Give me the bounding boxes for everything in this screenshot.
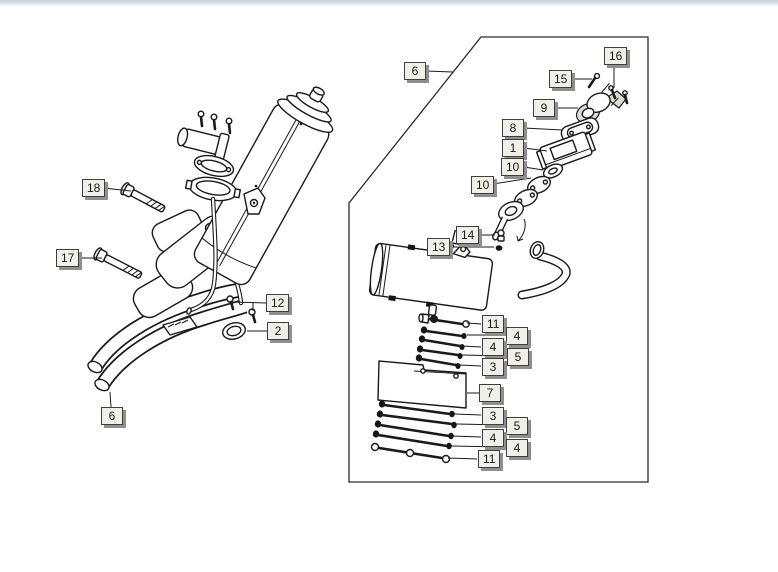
callout-16[interactable]: 16 — [604, 47, 628, 65]
callout-9[interactable]: 9 — [533, 99, 555, 117]
header-pipes — [87, 264, 245, 393]
gasket-ring-2 — [222, 322, 246, 340]
callout-2[interactable]: 2 — [267, 322, 289, 340]
callout-6-left[interactable]: 6 — [101, 407, 123, 425]
mount-flange — [185, 176, 241, 202]
top-bar — [0, 0, 778, 7]
flange-stack-10 — [492, 175, 552, 242]
callout-5-b[interactable]: 5 — [506, 417, 528, 435]
callout-6-right[interactable]: 6 — [404, 62, 426, 80]
muffler-inlet-flange — [529, 241, 545, 259]
screw-15 — [587, 72, 601, 89]
callout-10-a[interactable]: 10 — [501, 158, 525, 176]
screw-fan-top — [415, 313, 470, 369]
callout-1[interactable]: 1 — [502, 139, 524, 157]
callout-3-b[interactable]: 3 — [482, 407, 504, 425]
callout-4-d[interactable]: 4 — [506, 439, 528, 457]
manifold-1 — [535, 131, 597, 171]
callout-15[interactable]: 15 — [549, 70, 573, 88]
top-mount-hardware — [177, 110, 241, 315]
bracket-16 — [604, 85, 629, 109]
callout-10-b[interactable]: 10 — [471, 176, 495, 194]
bolt-17 — [93, 247, 143, 279]
callout-5-a[interactable]: 5 — [507, 348, 529, 366]
callout-4-a[interactable]: 4 — [506, 327, 528, 345]
detail-box — [348, 36, 649, 483]
callout-11-a[interactable]: 11 — [482, 315, 505, 333]
leader-lines — [78, 66, 615, 460]
callout-14[interactable]: 14 — [456, 226, 480, 244]
main-exhaust-assembly — [87, 86, 334, 393]
callout-4-c[interactable]: 4 — [482, 429, 504, 447]
shield-plate-7 — [377, 360, 467, 409]
callout-17[interactable]: 17 — [56, 249, 80, 267]
plug-13 — [495, 245, 503, 251]
clamp-9 — [575, 82, 619, 124]
screws-12 — [226, 295, 257, 324]
pipe-flange — [162, 316, 198, 336]
callout-13[interactable]: 13 — [427, 238, 451, 256]
callout-3-a[interactable]: 3 — [482, 358, 504, 376]
screw-fan-bottom — [370, 400, 457, 464]
hanger-bracket — [243, 187, 266, 215]
bolt-18 — [120, 182, 166, 213]
washer-10 — [542, 163, 564, 179]
stud-bolts — [197, 110, 233, 135]
detail-boundary — [348, 36, 649, 483]
callout-4-b[interactable]: 4 — [482, 338, 504, 356]
callout-11-b[interactable]: 11 — [478, 450, 501, 468]
valve-gasket — [193, 154, 235, 178]
valve-body — [177, 127, 230, 161]
callout-12[interactable]: 12 — [266, 294, 290, 312]
callout-18[interactable]: 18 — [82, 179, 106, 197]
callout-7[interactable]: 7 — [479, 384, 501, 402]
nut-14 — [497, 229, 505, 242]
callout-8[interactable]: 8 — [502, 119, 524, 137]
